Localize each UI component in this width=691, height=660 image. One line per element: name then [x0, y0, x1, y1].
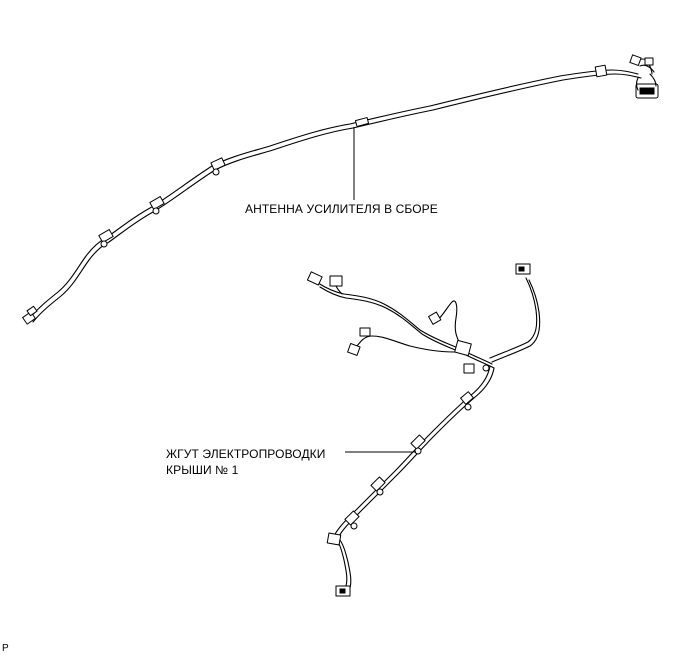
harness-branch-middle	[435, 300, 461, 345]
antenna-cable-outline	[32, 73, 642, 323]
antenna-label: АНТЕННА УСИЛИТЕЛЯ В СБОРЕ	[245, 202, 438, 216]
harness-clip-4	[344, 510, 360, 530]
antenna-clip-5	[594, 64, 608, 78]
harness-lower-end-outline	[339, 539, 352, 589]
harness-top-right-connector	[515, 263, 531, 275]
harness-clip-1	[460, 391, 474, 411]
harness-junction-box	[454, 339, 490, 374]
amplifier-antenna-assembly	[22, 54, 659, 325]
harness-clip-3	[370, 476, 386, 496]
harness-label-line2: КРЫШИ № 1	[166, 463, 239, 477]
antenna-left-connector	[22, 305, 38, 325]
harness-label-line1: ЖГУТ ЭЛЕКТРОПРОВОДКИ	[166, 447, 326, 461]
figure-code-label: P	[2, 643, 9, 654]
harness-branch-left	[353, 335, 455, 353]
antenna-cable	[29, 69, 639, 319]
harness-top-left-connector	[306, 271, 343, 295]
antenna-clip-4	[354, 117, 370, 127]
harness-branch-right	[489, 277, 538, 359]
roof-wire-harness-no1	[306, 263, 541, 597]
harness-branch-right-outline	[491, 279, 541, 363]
harness-main-trunk	[333, 365, 491, 537]
antenna-clip-1	[98, 229, 114, 248]
harness-left-connector	[347, 327, 371, 356]
harness-middle-connector	[428, 311, 442, 325]
harness-bottom-connector	[326, 532, 351, 597]
antenna-clip-2	[149, 196, 165, 215]
harness-clip-2	[410, 434, 426, 455]
harness-label: ЖГУТ ЭЛЕКТРОПРОВОДКИ КРЫШИ № 1	[166, 446, 325, 478]
antenna-clip-3	[210, 157, 226, 176]
antenna-amplifier-icon	[629, 54, 659, 99]
